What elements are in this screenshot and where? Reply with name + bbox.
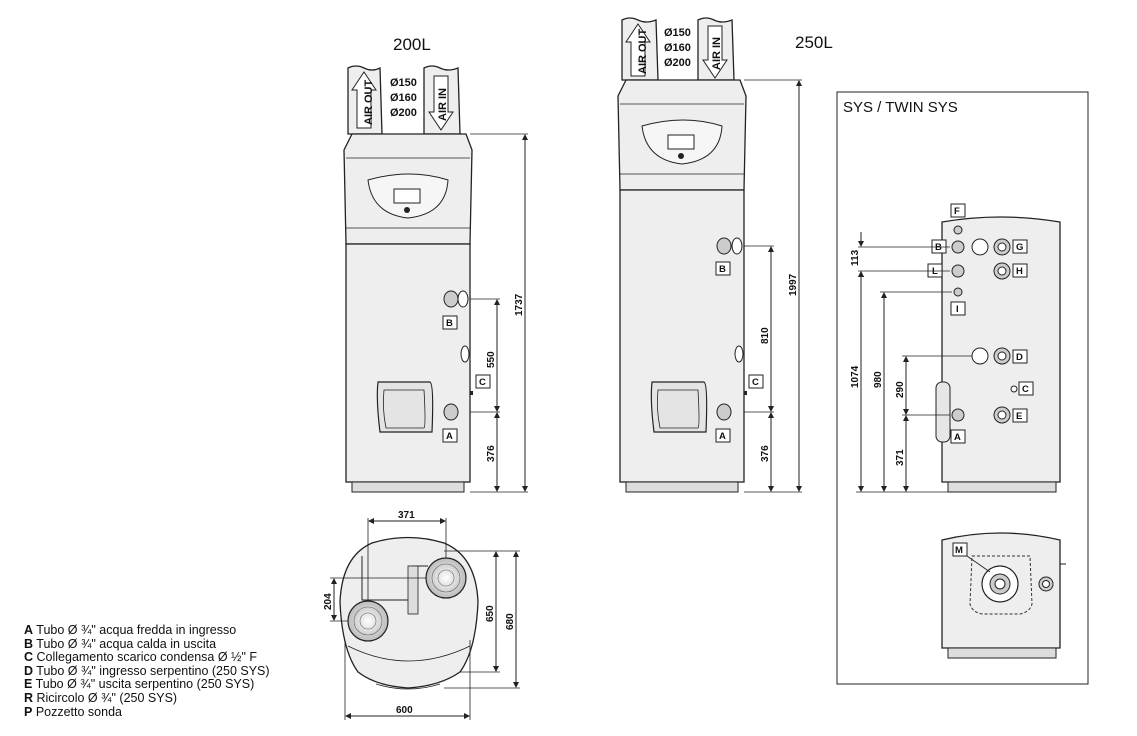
air-out-arrow-icon xyxy=(351,71,377,129)
dim-250-total: 1997 xyxy=(788,273,799,296)
dim-top-371: 371 xyxy=(398,510,415,521)
duct-diameter-250-1: Ø150 xyxy=(664,27,691,39)
legend-row-a: A Tubo Ø ¾" acqua fredda in ingresso xyxy=(24,623,237,637)
dim-sys-371: 371 xyxy=(895,449,906,466)
connection-b-sys xyxy=(951,240,965,254)
tag-a-250l: A xyxy=(719,431,726,442)
tag-c-200l: C xyxy=(479,377,486,388)
dim-top-204: 204 xyxy=(323,593,334,610)
duct-diameter-3: Ø200 xyxy=(390,107,417,119)
tag-a-200l: A xyxy=(446,431,453,442)
dim-top-650: 650 xyxy=(485,605,496,622)
tag-h: H xyxy=(1016,266,1023,277)
tag-c-sys: C xyxy=(1022,384,1029,395)
air-ducts-250l: AIR OUT AIR IN Ø150 Ø160 Ø200 xyxy=(621,17,735,81)
duct-diameter-2: Ø160 xyxy=(390,92,417,104)
air-in-label-250: AIR IN xyxy=(711,37,723,70)
dim-sys-980: 980 xyxy=(873,371,884,388)
connection-g-hole xyxy=(971,238,989,256)
connection-a-250l xyxy=(716,403,732,421)
air-ducts-200l: AIR OUT AIR IN Ø150 Ø160 Ø200 xyxy=(347,65,461,135)
connection-l xyxy=(951,264,965,278)
connection-a-200l xyxy=(443,403,459,421)
tank-200l xyxy=(345,243,471,483)
legend-row-b: B Tubo Ø ¾" acqua calda in uscita xyxy=(24,636,217,651)
unit-200l: 200L AIR OUT AIR IN Ø150 Ø160 Ø200 xyxy=(343,35,528,493)
legend-row-c: C Collegamento scarico condensa Ø ½" F xyxy=(24,650,258,665)
connection-b-250l xyxy=(716,237,732,255)
dim-200-a: 376 xyxy=(486,445,497,462)
dim-top-680: 680 xyxy=(505,613,516,630)
tag-m: M xyxy=(955,545,963,556)
dim-top-600: 600 xyxy=(396,705,413,716)
legend: A Tubo Ø ¾" acqua fredda in ingresso B T… xyxy=(24,623,270,719)
tag-i: I xyxy=(956,304,959,315)
unit-250l: 250L AIR OUT AIR IN Ø150 Ø160 Ø200 B xyxy=(617,17,833,493)
duct-diameter-1: Ø150 xyxy=(390,77,417,89)
sys-frame xyxy=(836,91,1089,685)
legend-row-e: E Tubo Ø ¾" uscita serpentino (250 SYS) xyxy=(24,677,255,692)
dim-250-b: 810 xyxy=(760,327,771,344)
tag-b-200l: B xyxy=(446,318,453,329)
tag-b-250l: B xyxy=(719,264,726,275)
legend-row-r: R Ricircolo Ø ¾" (250 SYS) xyxy=(24,690,178,705)
tag-c-250l: C xyxy=(752,377,759,388)
connection-f xyxy=(953,225,963,235)
duct-diameter-250-2: Ø160 xyxy=(664,42,691,54)
dim-200-b: 550 xyxy=(486,351,497,368)
duct-diameter-250-3: Ø200 xyxy=(664,57,691,69)
dim-250-a: 376 xyxy=(760,445,771,462)
tag-f: F xyxy=(954,206,960,217)
sys-panel: SYS / TWIN SYS F B G L H I D C xyxy=(836,91,1089,685)
tag-g: G xyxy=(1016,242,1023,253)
tag-e: E xyxy=(1016,411,1022,422)
connection-b-200l xyxy=(443,290,459,308)
legend-row-p: P Pozzetto sonda xyxy=(24,704,122,719)
air-out-label: AIR OUT xyxy=(363,80,375,126)
tag-d: D xyxy=(1016,352,1023,363)
air-in-label: AIR IN xyxy=(437,88,449,121)
tag-b-sys: B xyxy=(935,242,942,253)
connection-i xyxy=(953,287,963,297)
dim-sys-1074: 1074 xyxy=(850,365,861,388)
model-250l-label: 250L xyxy=(795,33,833,52)
base-200l xyxy=(351,481,465,493)
recirculation-200l xyxy=(460,345,470,363)
legend-row-d: D Tubo Ø ¾" ingresso serpentino (250 SYS… xyxy=(24,663,270,678)
tag-l: L xyxy=(932,266,938,277)
connection-a-sys xyxy=(951,408,965,422)
sys-probe-sleeve xyxy=(935,381,951,443)
service-hatch-250l xyxy=(650,381,708,433)
display-200l xyxy=(393,188,421,204)
model-200l-label: 200L xyxy=(393,35,431,54)
dim-sys-290: 290 xyxy=(895,381,906,398)
tag-a-sys: A xyxy=(954,432,961,443)
air-out-label-250: AIR OUT xyxy=(637,29,649,75)
sys-title: SYS / TWIN SYS xyxy=(843,99,958,116)
logo-icon xyxy=(404,207,410,213)
top-view-200l: 371 600 204 650 680 xyxy=(323,510,520,720)
dim-sys-113: 113 xyxy=(850,249,861,266)
air-in-arrow-icon xyxy=(428,75,454,131)
dim-200-total: 1737 xyxy=(514,293,525,316)
service-hatch-200l xyxy=(376,381,434,433)
